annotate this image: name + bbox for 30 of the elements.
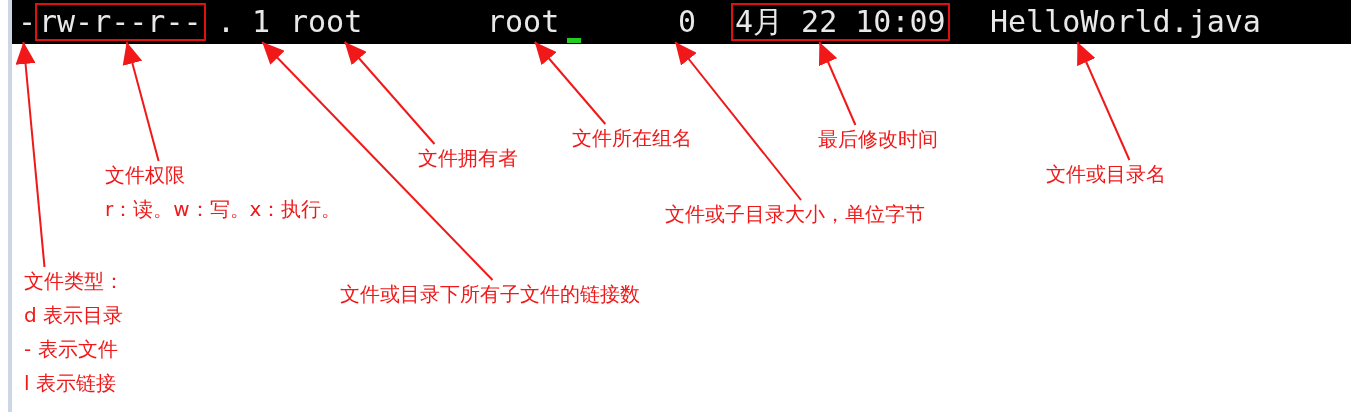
annotation-label: 文件拥有者: [418, 145, 518, 171]
terminal-bar: [12, 0, 1351, 44]
terminal-text: HelloWorld.java: [990, 3, 1261, 41]
arrow: [15, 41, 46, 268]
terminal-text: 1: [252, 3, 271, 41]
annotation-label: 文件所在组名: [572, 125, 692, 151]
arrow: [674, 41, 802, 201]
annotation-label: - 表示文件: [24, 336, 119, 362]
annotation-label: r：读。w：写。x：执行。: [105, 196, 342, 222]
annotation-label: 文件或子目录大小，单位字节: [665, 201, 925, 227]
annotation-label: 文件权限: [105, 162, 186, 188]
arrow: [343, 41, 436, 145]
arrow: [533, 41, 607, 125]
arrow: [818, 41, 857, 126]
annotation-label: 文件或目录名: [1046, 161, 1166, 187]
annotation-label: 最后修改时间: [818, 126, 938, 152]
terminal-text: -: [18, 3, 37, 41]
arrow: [261, 41, 494, 281]
terminal-text: .: [217, 3, 236, 41]
terminal-text: root: [487, 3, 560, 41]
highlight-box: rw-r--r--: [35, 3, 206, 41]
terminal-text: root: [290, 3, 363, 41]
annotation-label: d 表示目录: [24, 302, 124, 328]
annotation-label: 文件或目录下所有子文件的链接数: [340, 281, 640, 307]
annotation-label: 文件类型：: [24, 268, 124, 294]
terminal-text: 0: [678, 3, 697, 41]
arrow: [1076, 41, 1131, 161]
highlight-box: 4月 22 10:09: [731, 3, 950, 41]
arrow: [122, 41, 160, 162]
annotation-label: l 表示链接: [24, 370, 117, 396]
